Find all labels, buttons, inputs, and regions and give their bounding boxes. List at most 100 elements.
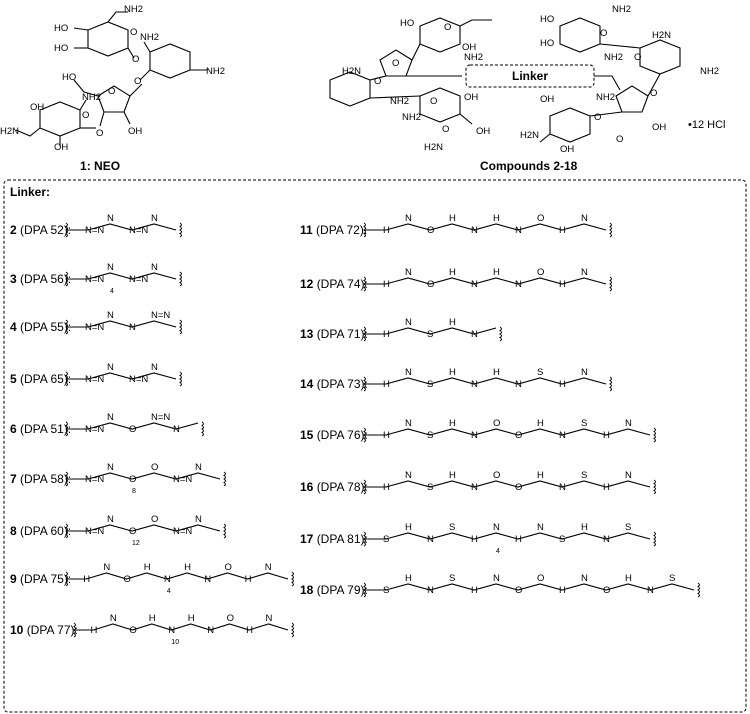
atom-label: N=N — [85, 374, 104, 385]
atom-label: N=N — [129, 274, 148, 285]
atom-label: O — [634, 52, 641, 63]
atom-label: S — [383, 534, 389, 545]
atom-label: N — [265, 562, 272, 573]
dpa-code: (DPA 75): — [20, 572, 71, 586]
atom-label: H — [449, 418, 456, 429]
linker-chain — [364, 327, 497, 335]
atom-label: H — [383, 482, 390, 493]
atom-label: H — [405, 522, 412, 533]
linker-entry-label: 3 (DPA 56): — [10, 272, 71, 286]
atom-label: S — [449, 573, 455, 584]
atom-label: H — [405, 573, 412, 584]
dimer-atoms-left: HO O OH NH2 O H2N O NH2 O OH NH2 O OH H2… — [342, 18, 490, 153]
linker-entry-label: 13 (DPA 71): — [300, 327, 368, 341]
wavy-bond — [179, 271, 182, 287]
linker-entry-label: 5 (DPA 65): — [10, 372, 71, 386]
linker-chain — [74, 623, 289, 631]
atom-label: H — [245, 574, 252, 585]
neo-structure: NH2 HO HO O NH2 O NH2 HO O O OH O NH2 OH… — [0, 4, 225, 173]
compound-number: 11 — [300, 223, 316, 237]
linker-entry-2: 2 (DPA 52):N=NNN=NN — [10, 213, 182, 238]
atom-label: OH — [560, 144, 574, 155]
atom-label: N — [581, 213, 588, 224]
atom-label: H — [449, 267, 456, 278]
dpa-code: (DPA 77): — [27, 623, 78, 637]
atom-label: H — [449, 317, 456, 328]
atom-label: NH2 — [82, 92, 101, 103]
atom-label: O — [225, 562, 232, 573]
atom-label: S — [625, 522, 631, 533]
compound-number: 2 — [10, 223, 20, 237]
linker-entry-label: 8 (DPA 60): — [10, 524, 71, 538]
atom-label: N=N — [151, 412, 170, 423]
atom-label: N=N — [85, 225, 104, 236]
repeat-count: 12 — [132, 540, 140, 547]
linker-entry-label: 6 (DPA 51): — [10, 422, 71, 436]
atom-label: NH2 — [140, 32, 159, 43]
atom-label: H — [188, 613, 195, 624]
atom-label: H — [603, 430, 610, 441]
atom-label: H — [493, 213, 500, 224]
atom-label: N — [471, 225, 478, 236]
dpa-code: (DPA 52): — [20, 223, 71, 237]
atom-label: O — [129, 474, 136, 485]
atom-label: N — [107, 412, 114, 423]
atom-label: N — [151, 262, 158, 273]
atom-label: OH — [462, 42, 476, 53]
atom-label: H — [537, 418, 544, 429]
atom-label: O — [124, 574, 131, 585]
atom-label: O — [442, 124, 449, 135]
dpa-code: (DPA 78): — [317, 480, 368, 494]
atom-label: S — [383, 585, 389, 596]
atom-label: O — [600, 28, 607, 39]
atom-label: NH2 — [124, 4, 143, 15]
linker-chain — [364, 583, 695, 591]
atom-label: S — [427, 329, 433, 340]
linker-chain — [66, 272, 177, 280]
compound-number: 8 — [10, 524, 20, 538]
atom-label: N — [173, 424, 180, 435]
atom-label: N — [107, 462, 114, 473]
atom-label: O — [129, 526, 136, 537]
atom-label: N — [427, 585, 434, 596]
atom-label: H — [559, 279, 566, 290]
atom-label: N — [107, 362, 114, 373]
linker-chain — [364, 428, 651, 436]
atom-label: N — [405, 367, 412, 378]
compound-number: 5 — [10, 372, 20, 386]
atom-label: N=N — [173, 474, 192, 485]
atom-label: O — [151, 462, 158, 473]
wavy-bond — [653, 479, 656, 495]
atom-label: N — [493, 573, 500, 584]
linker-box-label: Linker — [512, 69, 548, 83]
wavy-bond — [653, 427, 656, 443]
atom-label: H2N — [0, 126, 19, 137]
atom-label: N — [405, 267, 412, 278]
dpa-code: (DPA 65): — [20, 372, 71, 386]
dpa-code: (DPA 51): — [20, 422, 71, 436]
atom-label: N — [195, 462, 202, 473]
atom-label: N — [195, 514, 202, 525]
atom-label: N=N — [129, 374, 148, 385]
repeat-count: 4 — [110, 288, 114, 295]
atom-label: HO — [54, 43, 68, 54]
compound-number: 7 — [10, 472, 20, 486]
atom-label: N — [515, 379, 522, 390]
atom-label: H — [383, 430, 390, 441]
atom-label: H — [449, 470, 456, 481]
atom-label: N — [207, 625, 214, 636]
linker-entry-5: 5 (DPA 65):N=NNN=NN — [10, 362, 182, 387]
atom-label: H — [383, 379, 390, 390]
salt-label: •12 HCl — [688, 119, 725, 131]
atom-label: N — [647, 585, 654, 596]
wavy-bond — [609, 376, 612, 392]
atom-label: N — [515, 225, 522, 236]
linker-panel-title: Linker: — [10, 185, 50, 199]
linker-chain — [66, 223, 177, 231]
linker-chain — [364, 223, 607, 231]
